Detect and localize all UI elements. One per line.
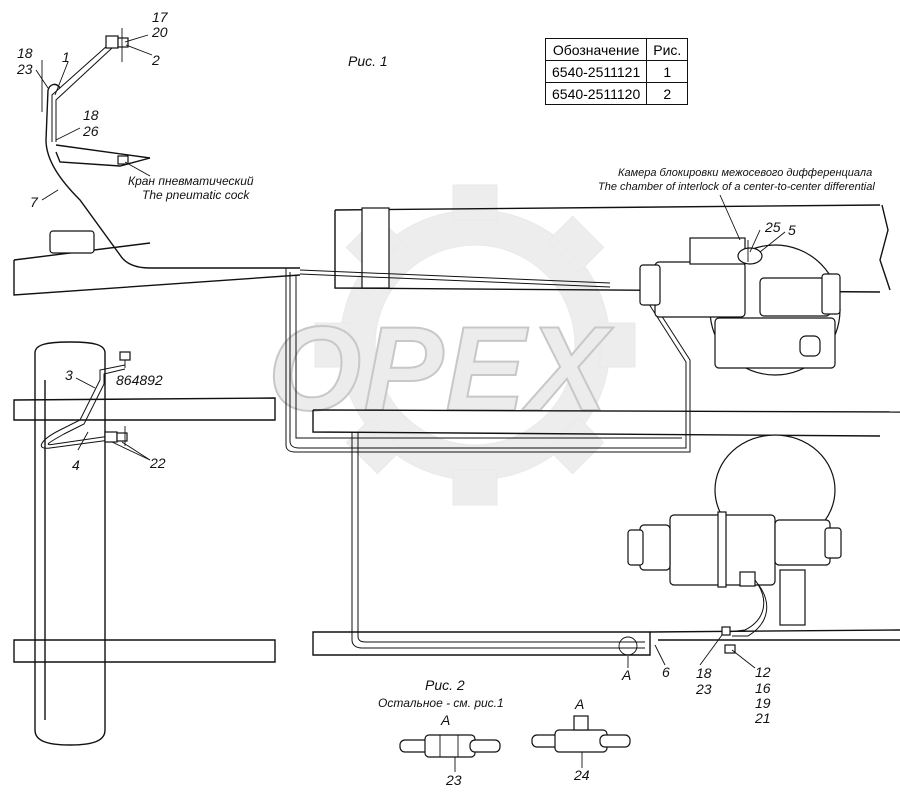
- pipe-1: [51, 44, 109, 142]
- pos-A: A: [622, 667, 632, 683]
- pos-3: 3: [65, 367, 73, 383]
- valve-top: [105, 28, 129, 62]
- pos-17: 17: [152, 9, 168, 25]
- detail-A-label-2: A: [575, 696, 585, 712]
- part-864892: 864892: [116, 372, 163, 388]
- pos-18b: 18: [83, 107, 99, 123]
- differential-fig1: [639, 194, 841, 376]
- table-row: 6540-2511121 1: [544, 60, 689, 83]
- spec-header-designation: Обозначение: [544, 38, 648, 61]
- spec-header-fig: Рис.: [646, 38, 689, 61]
- pos-21: 21: [755, 710, 771, 726]
- pos-16: 16: [755, 680, 771, 696]
- fig1-title: Рис. 1: [348, 53, 388, 69]
- pos-23a: 23: [17, 61, 33, 77]
- fig2-note: Остальное - см. рис.1: [378, 696, 504, 710]
- pos-18c: 18: [696, 665, 712, 681]
- differential-fig2: [627, 434, 842, 654]
- pos-7: 7: [30, 194, 38, 210]
- pos-1: 1: [62, 49, 70, 65]
- chamber-label-en: The chamber of interlock of a center-to-…: [598, 181, 875, 193]
- pos-12: 12: [755, 664, 771, 680]
- pos-25: 25: [765, 219, 781, 235]
- coupling-23: [399, 734, 501, 772]
- wheel-left: [34, 341, 106, 746]
- fig2-title: Рис. 2: [425, 677, 465, 693]
- watermark-text: OPEX: [267, 301, 610, 437]
- chamber-label-ru: Камера блокировки межосевого дифференциа…: [618, 167, 873, 179]
- tee-22: [104, 426, 128, 446]
- pos-20: 20: [152, 24, 168, 40]
- cock-label-en: The pneumatic cock: [142, 188, 250, 202]
- pos-23d: 23: [446, 772, 462, 788]
- pos-6: 6: [662, 664, 670, 680]
- pos-2: 2: [152, 52, 160, 68]
- spec-table: Обозначение Рис. 6540-2511121 1 6540-251…: [544, 38, 689, 105]
- pos-18a: 18: [17, 45, 33, 61]
- detail-A-label-1: A: [441, 712, 451, 728]
- pos-23c: 23: [696, 681, 712, 697]
- coupling-24: [531, 715, 631, 768]
- cock-label-ru: Кран пневматический: [128, 174, 254, 188]
- pos-24: 24: [574, 767, 590, 783]
- pos-5: 5: [788, 222, 796, 238]
- pos-22: 22: [150, 455, 166, 471]
- pos-26: 26: [83, 123, 99, 139]
- pos-19: 19: [755, 695, 771, 711]
- table-row: 6540-2511120 2: [544, 82, 689, 105]
- cab-outline: [13, 83, 301, 296]
- pos-4: 4: [72, 457, 80, 473]
